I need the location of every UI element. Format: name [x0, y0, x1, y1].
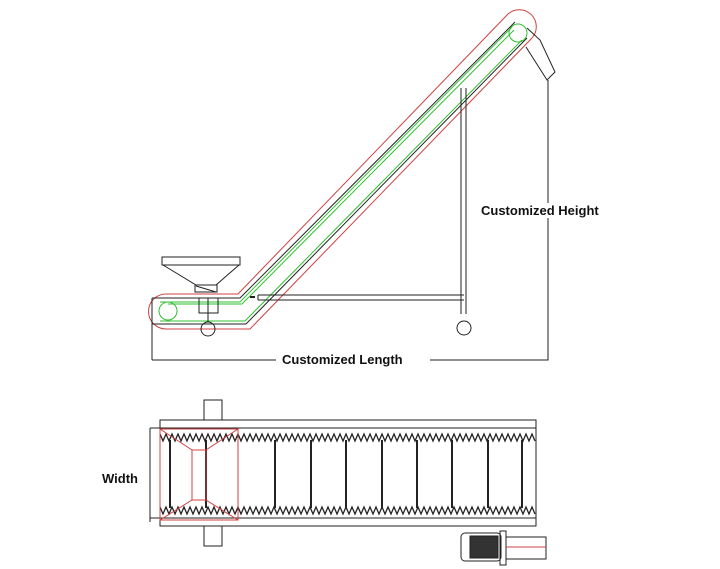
cleats	[169, 440, 523, 508]
height-label: Customized Height	[481, 203, 599, 218]
head-pulley	[508, 23, 528, 43]
support-frame	[257, 88, 467, 314]
discharge-chute	[525, 27, 556, 81]
shaft-top	[203, 399, 223, 421]
zigzag-edge	[159, 432, 536, 443]
dimension-lines	[152, 80, 549, 361]
drive-motor	[460, 530, 547, 566]
wheel	[456, 320, 472, 336]
wheel	[200, 321, 216, 337]
length-label: Customized Length	[280, 352, 405, 367]
shaft-bottom	[203, 525, 223, 547]
sidewall-zigzag	[159, 432, 536, 516]
tail-pulley	[158, 301, 178, 321]
width-label: Width	[102, 471, 138, 486]
conveyor-outline	[148, 9, 537, 330]
belt	[160, 26, 523, 322]
frame-rails	[149, 427, 536, 522]
zigzag-edge	[159, 505, 536, 516]
conveyor-frame	[151, 21, 528, 360]
feed-hopper-top	[159, 428, 239, 521]
hopper	[161, 256, 241, 322]
